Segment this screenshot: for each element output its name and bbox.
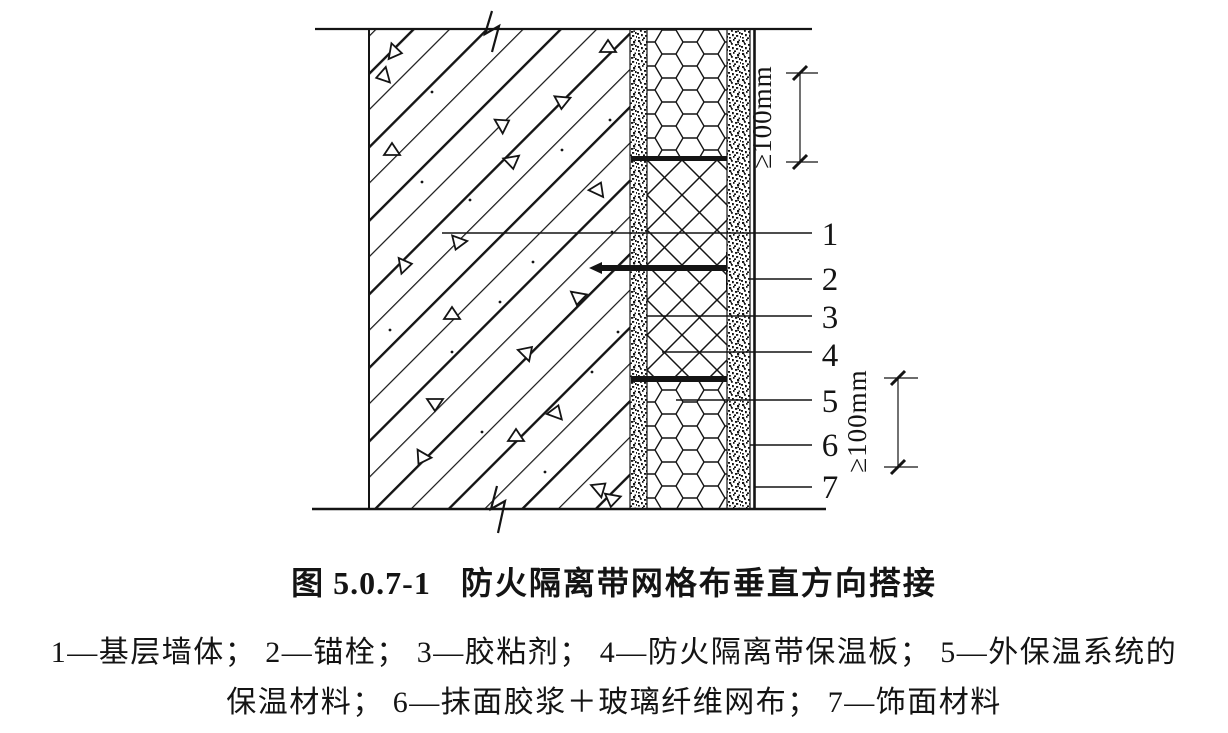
callout-number-4: 4	[822, 338, 839, 374]
legend-line-1: 1—基层墙体； 2—锚栓； 3—胶粘剂； 4—防火隔离带保温板； 5—外保温系统…	[50, 636, 1178, 669]
concrete-dots	[388, 90, 620, 474]
legend-line-2: 保温材料； 6—抹面胶浆＋玻璃纤维网布； 7—饰面材料	[226, 686, 1002, 719]
joint-bar-bottom	[631, 376, 727, 382]
joint-bar-top	[631, 156, 727, 161]
callout-numbers: 1 2 3 4 5 6 7	[822, 217, 839, 506]
dimension-top-text: ≥100mm	[747, 65, 777, 168]
insulation-board-lower	[647, 382, 727, 510]
callout-number-7: 7	[822, 470, 839, 506]
section-boundaries	[312, 10, 826, 534]
callout-number-3: 3	[822, 300, 839, 336]
figure-caption: 图 5.0.7-1 防火隔离带网格布垂直方向搭接	[0, 558, 1228, 604]
break-mark-bottom	[489, 485, 507, 534]
base-wall-section	[368, 29, 630, 510]
leader-lines	[442, 232, 812, 488]
callout-number-5: 5	[822, 384, 839, 420]
dimension-bottom-text: ≥100mm	[842, 369, 872, 472]
callout-number-6: 6	[822, 428, 839, 464]
dimension-bottom: ≥100mm	[842, 369, 918, 476]
render-mesh-layer	[726, 29, 751, 510]
callout-number-1: 1	[822, 217, 839, 253]
callout-number-2: 2	[822, 262, 839, 298]
insulation-board-upper	[647, 29, 727, 158]
concrete-aggregate-symbols	[373, 39, 622, 510]
construction-detail-drawing: 1 2 3 4 5 6 7 ≥100mm ≥100mm	[312, 10, 918, 534]
break-mark-top	[483, 10, 501, 53]
figure-title: 防火隔离带网格布垂直方向搭接	[460, 565, 937, 601]
dimension-top: ≥100mm	[747, 64, 818, 171]
figure-number: 图 5.0.7-1	[291, 565, 431, 601]
